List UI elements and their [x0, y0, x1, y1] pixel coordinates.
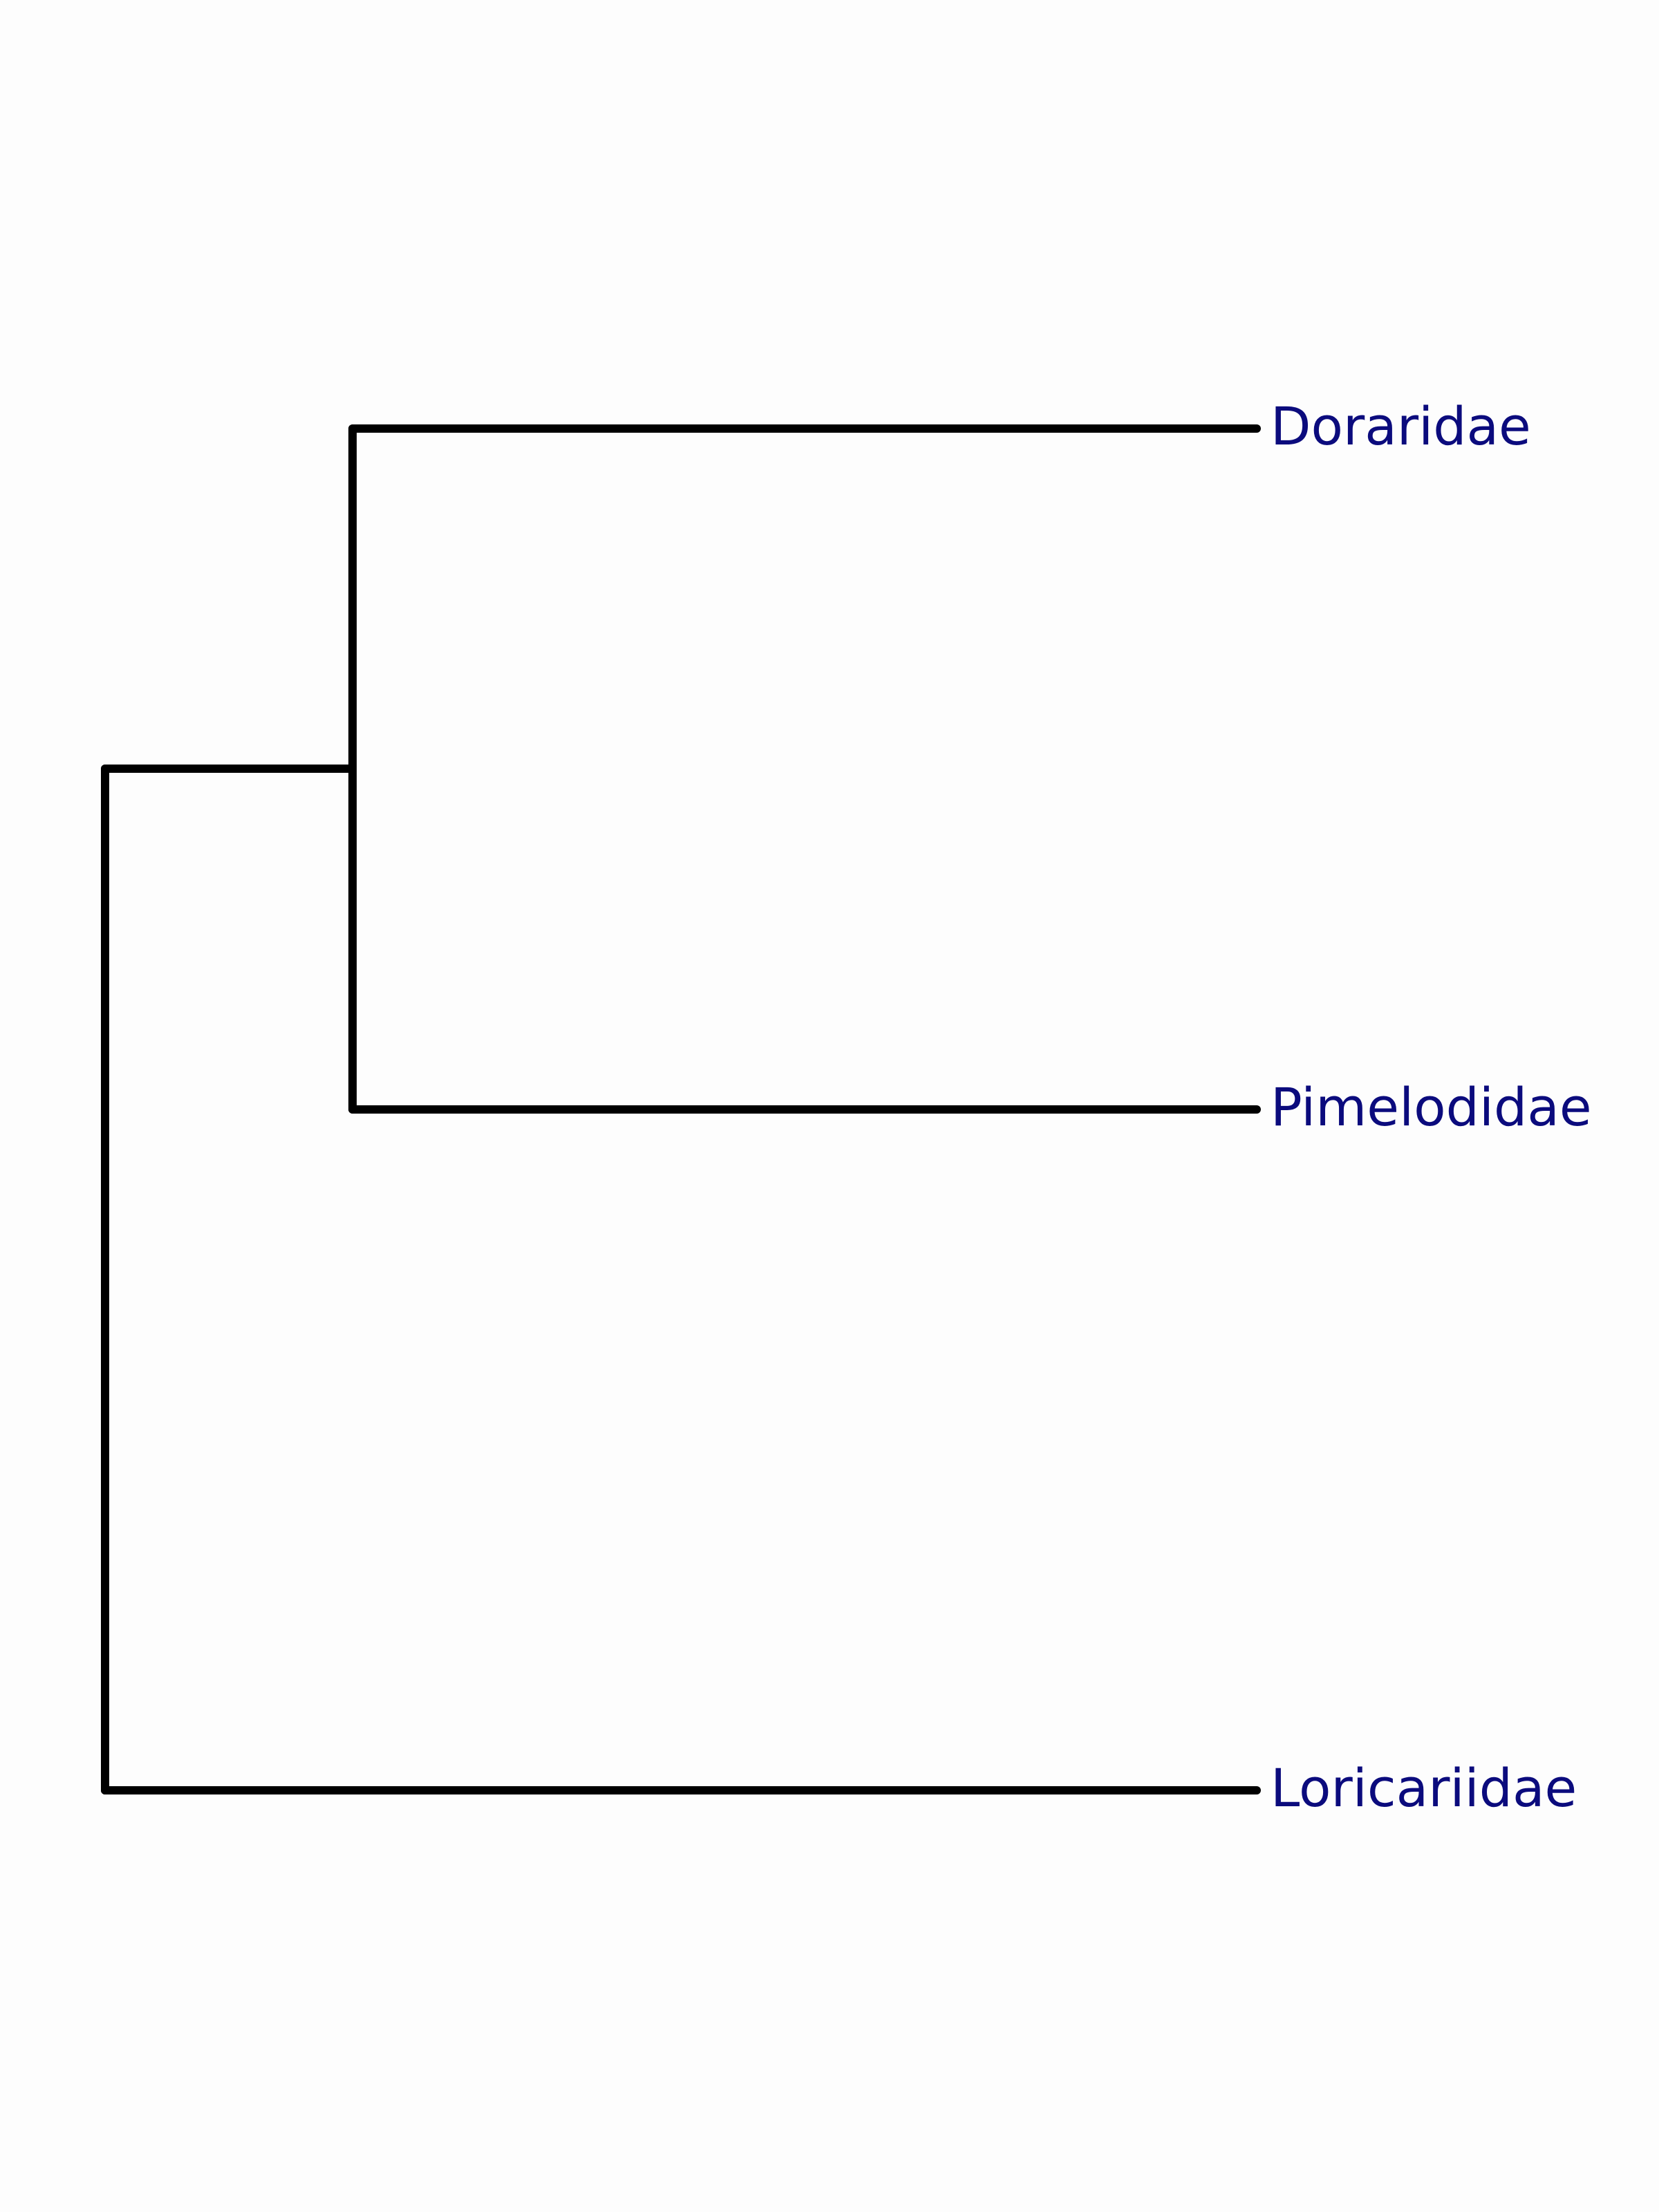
- leaf-label-loricariidae: Loricariidae: [1271, 1757, 1577, 1819]
- leaf-label-doraridae: Doraridae: [1271, 395, 1531, 457]
- leaf-label-pimelodidae: Pimelodidae: [1271, 1076, 1592, 1138]
